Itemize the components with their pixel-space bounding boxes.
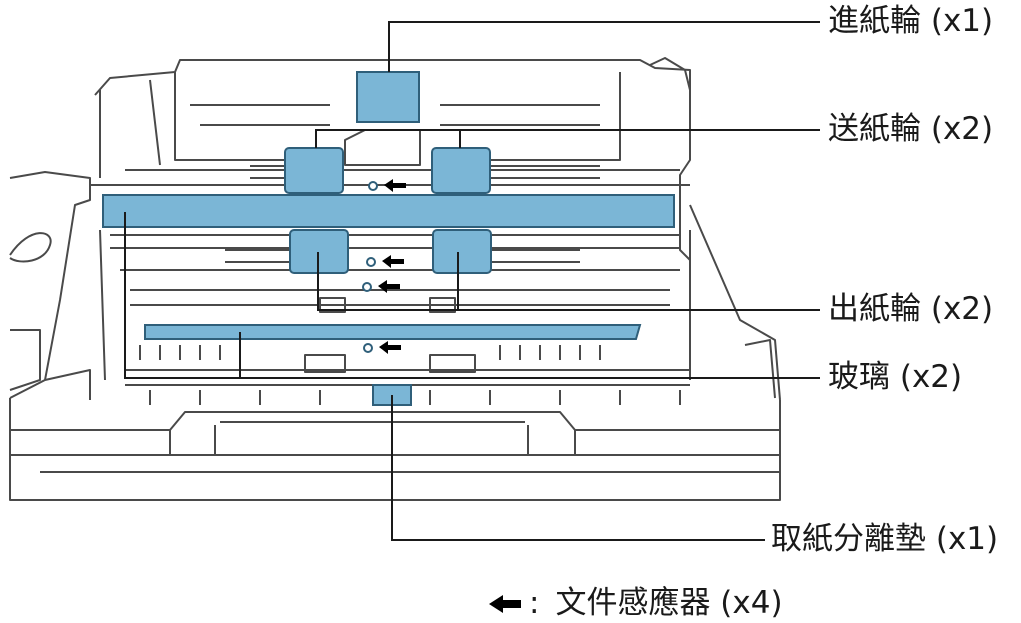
eject-roller-right [432,229,492,274]
callout-pick-roller: 進紙輪 (x1) [828,3,994,39]
document-sensor-4 [363,341,401,354]
pick-roller [356,71,420,123]
callout-feed-rollers: 送紙輪 (x2) [828,111,994,147]
left-arrow-icon [489,594,521,613]
leader-lines [124,21,820,541]
callout-glass: 玻璃 (x2) [828,359,963,395]
document-sensor-2 [366,255,404,268]
callout-separator-pad: 取紙分離墊 (x1) [771,521,999,557]
leader-feed-rollers [315,129,820,148]
callout-eject-rollers: 出紙輪 (x2) [828,291,994,327]
glass-upper [102,194,675,228]
feed-roller-left [284,147,344,194]
leader-separator-pad [391,395,765,541]
leader-eject-rollers [317,252,820,311]
legend-colon: : [529,585,540,621]
scanner-body [9,57,781,501]
sensor-legend: : 文件感應器 (x4) [487,588,783,619]
leader-glass [124,212,820,379]
document-sensors [362,179,406,354]
document-sensor-1 [368,179,406,192]
document-sensor-3 [362,280,400,293]
legend-label: 文件感應器 (x4) [555,585,783,621]
feed-roller-right [431,147,491,194]
leader-pick-roller [388,21,820,72]
glass-lower [144,324,642,340]
highlighted-parts [102,71,675,406]
